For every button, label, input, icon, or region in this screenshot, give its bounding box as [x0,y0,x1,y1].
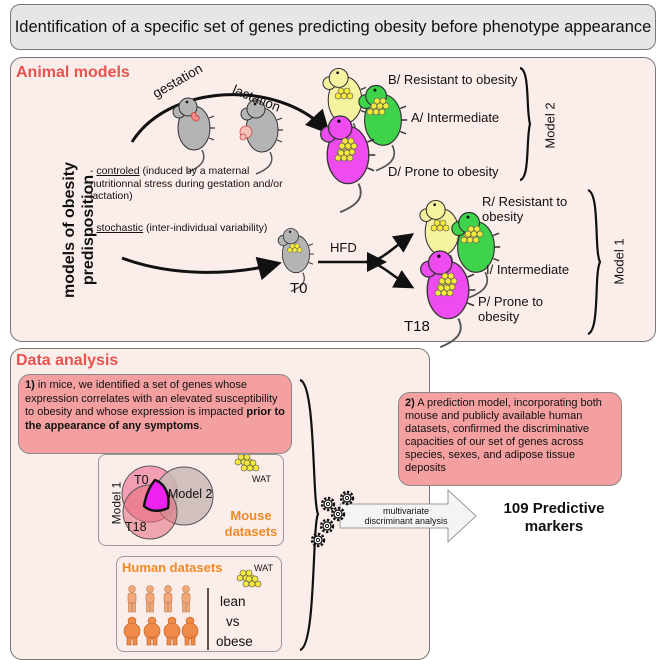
venn-t18-label: T18 [125,520,147,534]
wat-label-human: WAT [254,563,273,573]
model2-item-d: D/ Prone to obesity [388,164,499,179]
pregnant-mouse-icon [172,97,216,173]
human-datasets-label: Human datasets [122,560,223,575]
model2-item-b: B/ Resistant to obesity [388,72,518,87]
t0-label: T0 [290,280,308,297]
controlled-description: - controled (induced by a maternal nutri… [90,165,283,202]
model1-item-r: R/ Resistant to obesity [482,194,568,224]
hfd-label: HFD [330,240,357,255]
venn-model2-label: Model 2 [168,487,213,501]
model1-item-i: I/ Intermediate [486,262,570,277]
result-label: 109 Predictive markers [503,500,605,535]
wat-label: WAT [252,474,271,484]
venn-t0-label: T0 [134,473,149,487]
venn-diagram [121,465,214,540]
animal-models-label: Animal models [16,64,130,81]
data-brace [299,378,320,652]
obese-label: obese [216,634,253,649]
lean-label: lean [220,594,246,609]
stochastic-arrow [121,256,282,281]
mda-label: multivariate discriminant analysis [364,506,448,526]
model2-brace [519,66,532,182]
mouse-datasets-label: Mouse datasets [224,508,278,539]
page-title: Identification of a specific set of gene… [10,4,656,50]
mda-arrow [339,488,477,544]
finding-box-1: 1) in mice, we identified a set of genes… [18,374,292,454]
human-datasets-box [116,556,282,652]
gestation-lactation-arrow [130,93,331,143]
model1-item-p: P/ Prone to obesity [478,294,544,324]
mouse-datasets-box [98,454,284,546]
stochastic-description: - stochastic (inter-individual variabili… [90,222,268,234]
model2-item-a: A/ Intermediate [411,110,500,125]
model1-brace [587,188,602,336]
finding-box-2: 2) A prediction model, incorporating bot… [398,392,622,486]
venn-model1-label: Model 1 [109,481,124,525]
model2-label: Model 2 [542,102,558,149]
t18-label: T18 [404,318,430,335]
data-analysis-label: Data analysis [16,352,119,369]
vs-label: vs [226,614,240,629]
model1-label: Model 1 [611,238,627,285]
